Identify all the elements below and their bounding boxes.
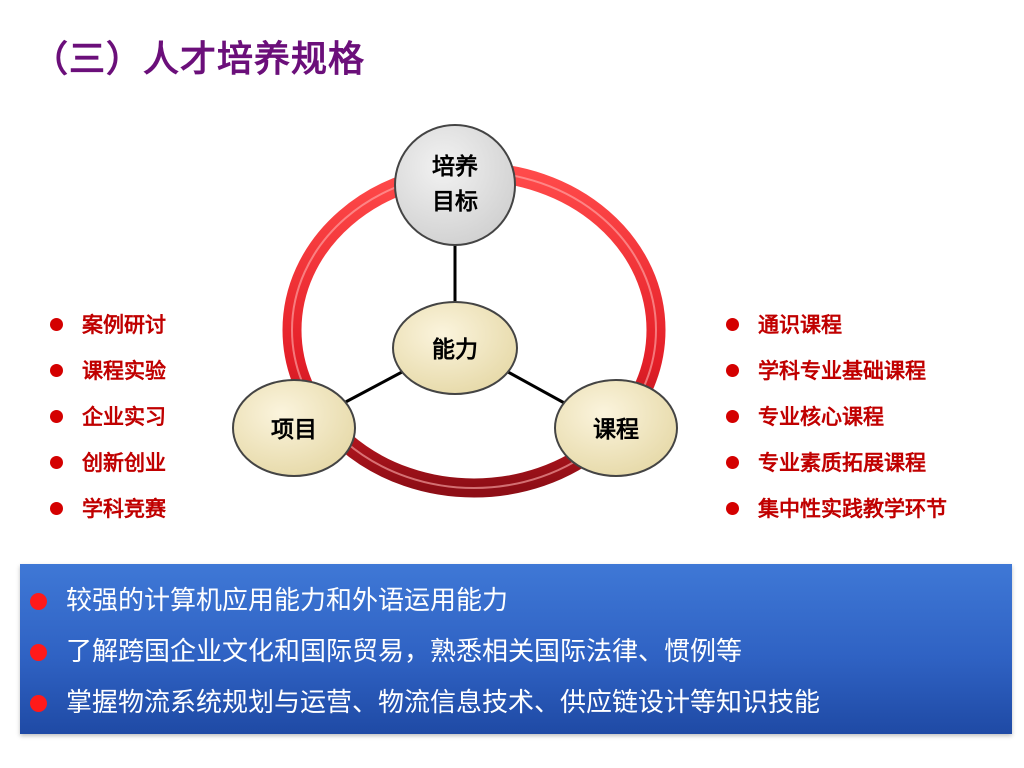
node-project-label: 项目: [271, 417, 317, 443]
node-goal-line1: 培养: [432, 153, 478, 180]
connector-left: [339, 370, 403, 407]
ability-summary-panel: 较强的计算机应用能力和外语运用能力 了解跨国企业文化和国际贸易，熟悉相关国际法律…: [20, 564, 1012, 734]
list-item: 创新创业: [50, 440, 166, 486]
course-list: 通识课程 学科专业基础课程 专业核心课程 专业素质拓展课程 集中性实践教学环节: [726, 302, 947, 532]
panel-item: 掌握物流系统规划与运营、物流信息技术、供应链设计等知识技能: [20, 678, 1012, 729]
node-project: 项目: [232, 379, 356, 477]
panel-item: 较强的计算机应用能力和外语运用能力: [20, 576, 1012, 627]
list-item: 专业核心课程: [726, 394, 947, 440]
list-item: 案例研讨: [50, 302, 166, 348]
connector-right: [507, 370, 569, 407]
list-item: 集中性实践教学环节: [726, 486, 947, 532]
panel-item: 了解跨国企业文化和国际贸易，熟悉相关国际法律、惯例等: [20, 627, 1012, 678]
ability-diagram: 培养 目标 能力 项目 课程: [232, 124, 678, 498]
practice-list: 案例研讨 课程实验 企业实习 创新创业 学科竞赛: [50, 302, 166, 532]
list-item: 通识课程: [726, 302, 947, 348]
node-ability-label: 能力: [432, 336, 478, 363]
node-ability: 能力: [392, 301, 518, 395]
list-item: 专业素质拓展课程: [726, 440, 947, 486]
list-item: 课程实验: [50, 348, 166, 394]
node-course: 课程: [554, 379, 678, 477]
node-goal-line2: 目标: [432, 189, 478, 215]
slide-title: （三）人才培养规格: [32, 39, 366, 80]
list-item: 学科专业基础课程: [726, 348, 947, 394]
node-goal: 培养 目标: [394, 124, 516, 246]
node-course-label: 课程: [593, 417, 639, 443]
list-item: 企业实习: [50, 394, 166, 440]
list-item: 学科竞赛: [50, 486, 166, 532]
